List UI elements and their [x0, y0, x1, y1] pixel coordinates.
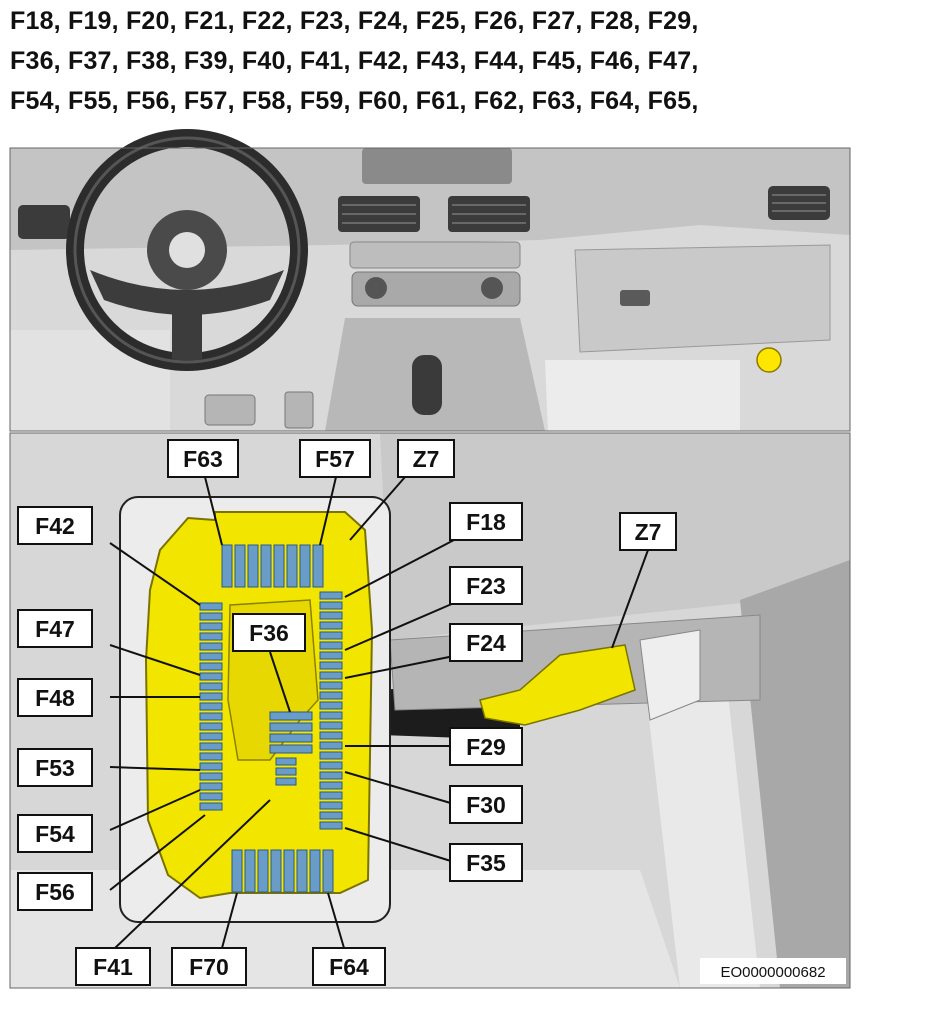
callout-f54: F54	[17, 814, 93, 853]
brake-pedal	[204, 394, 256, 426]
svg-text:Z7: Z7	[635, 519, 662, 545]
fuse-column-left	[199, 602, 223, 811]
fuse-row-top	[221, 544, 324, 588]
callout-f41: F41	[75, 947, 151, 986]
reference-code-box	[700, 958, 846, 984]
callout-f30: F30	[449, 785, 523, 824]
glovebox	[574, 244, 831, 353]
callout-f24: F24	[449, 623, 523, 662]
svg-text:F18: F18	[466, 509, 506, 535]
callout-f18: F18	[449, 502, 523, 541]
reference-code: EO0000000682	[720, 964, 825, 981]
display-screen	[362, 148, 512, 184]
svg-text:F56: F56	[35, 879, 75, 905]
svg-text:F48: F48	[35, 685, 75, 711]
svg-text:F23: F23	[466, 573, 506, 599]
fuse-row-bottom	[231, 849, 334, 893]
svg-text:F70: F70	[189, 954, 229, 980]
svg-text:F47: F47	[35, 616, 75, 642]
leader-lines	[109, 476, 649, 949]
fuse-box-view	[9, 432, 851, 989]
callout-f70: F70	[171, 947, 247, 986]
callout-f63: F63	[167, 439, 239, 478]
callout-f35: F35	[449, 843, 523, 882]
callout-z7-top: Z7	[397, 439, 455, 478]
climate-panel	[351, 271, 521, 307]
callout-f48: F48	[17, 678, 93, 717]
fuse-block-center	[269, 711, 313, 786]
svg-text:F35: F35	[466, 850, 506, 876]
steering-wheel	[66, 129, 308, 371]
z7-relay-in-situ	[479, 644, 636, 726]
svg-text:F42: F42	[35, 513, 75, 539]
callout-f23: F23	[449, 566, 523, 605]
callout-f57: F57	[299, 439, 371, 478]
heading-line-1: F18, F19, F20, F21, F22, F23, F24, F25, …	[10, 7, 699, 35]
svg-text:F30: F30	[466, 792, 506, 818]
callout-f53: F53	[17, 748, 93, 787]
footwell-panel	[545, 360, 740, 431]
svg-text:Z7: Z7	[413, 446, 440, 472]
svg-text:F29: F29	[466, 734, 506, 760]
callout-f64: F64	[312, 947, 386, 986]
svg-text:F36: F36	[249, 620, 289, 646]
callout-f56: F56	[17, 872, 93, 911]
heading-line-2: F36, F37, F38, F39, F40, F41, F42, F43, …	[10, 47, 699, 75]
location-marker	[756, 347, 782, 373]
svg-text:F24: F24	[466, 630, 506, 656]
callout-z7-right: Z7	[619, 512, 677, 551]
heading-line-3: F54, F55, F56, F57, F58, F59, F60, F61, …	[10, 87, 699, 115]
svg-text:F41: F41	[93, 954, 133, 980]
callout-f36: F36	[232, 613, 306, 652]
callout-f47: F47	[17, 609, 93, 648]
dashboard-view	[9, 129, 851, 432]
callout-f29: F29	[449, 727, 523, 766]
callout-f42: F42	[17, 506, 93, 545]
left-vent	[18, 205, 70, 239]
glovebox-handle	[620, 290, 650, 306]
svg-text:F53: F53	[35, 755, 75, 781]
gear-shifter	[412, 355, 442, 415]
accelerator-pedal	[284, 391, 314, 429]
radio-panel	[349, 241, 521, 269]
fuse-column-right	[319, 591, 343, 830]
svg-text:F54: F54	[35, 821, 75, 847]
svg-text:F63: F63	[183, 446, 223, 472]
svg-text:F64: F64	[329, 954, 369, 980]
svg-text:F57: F57	[315, 446, 355, 472]
